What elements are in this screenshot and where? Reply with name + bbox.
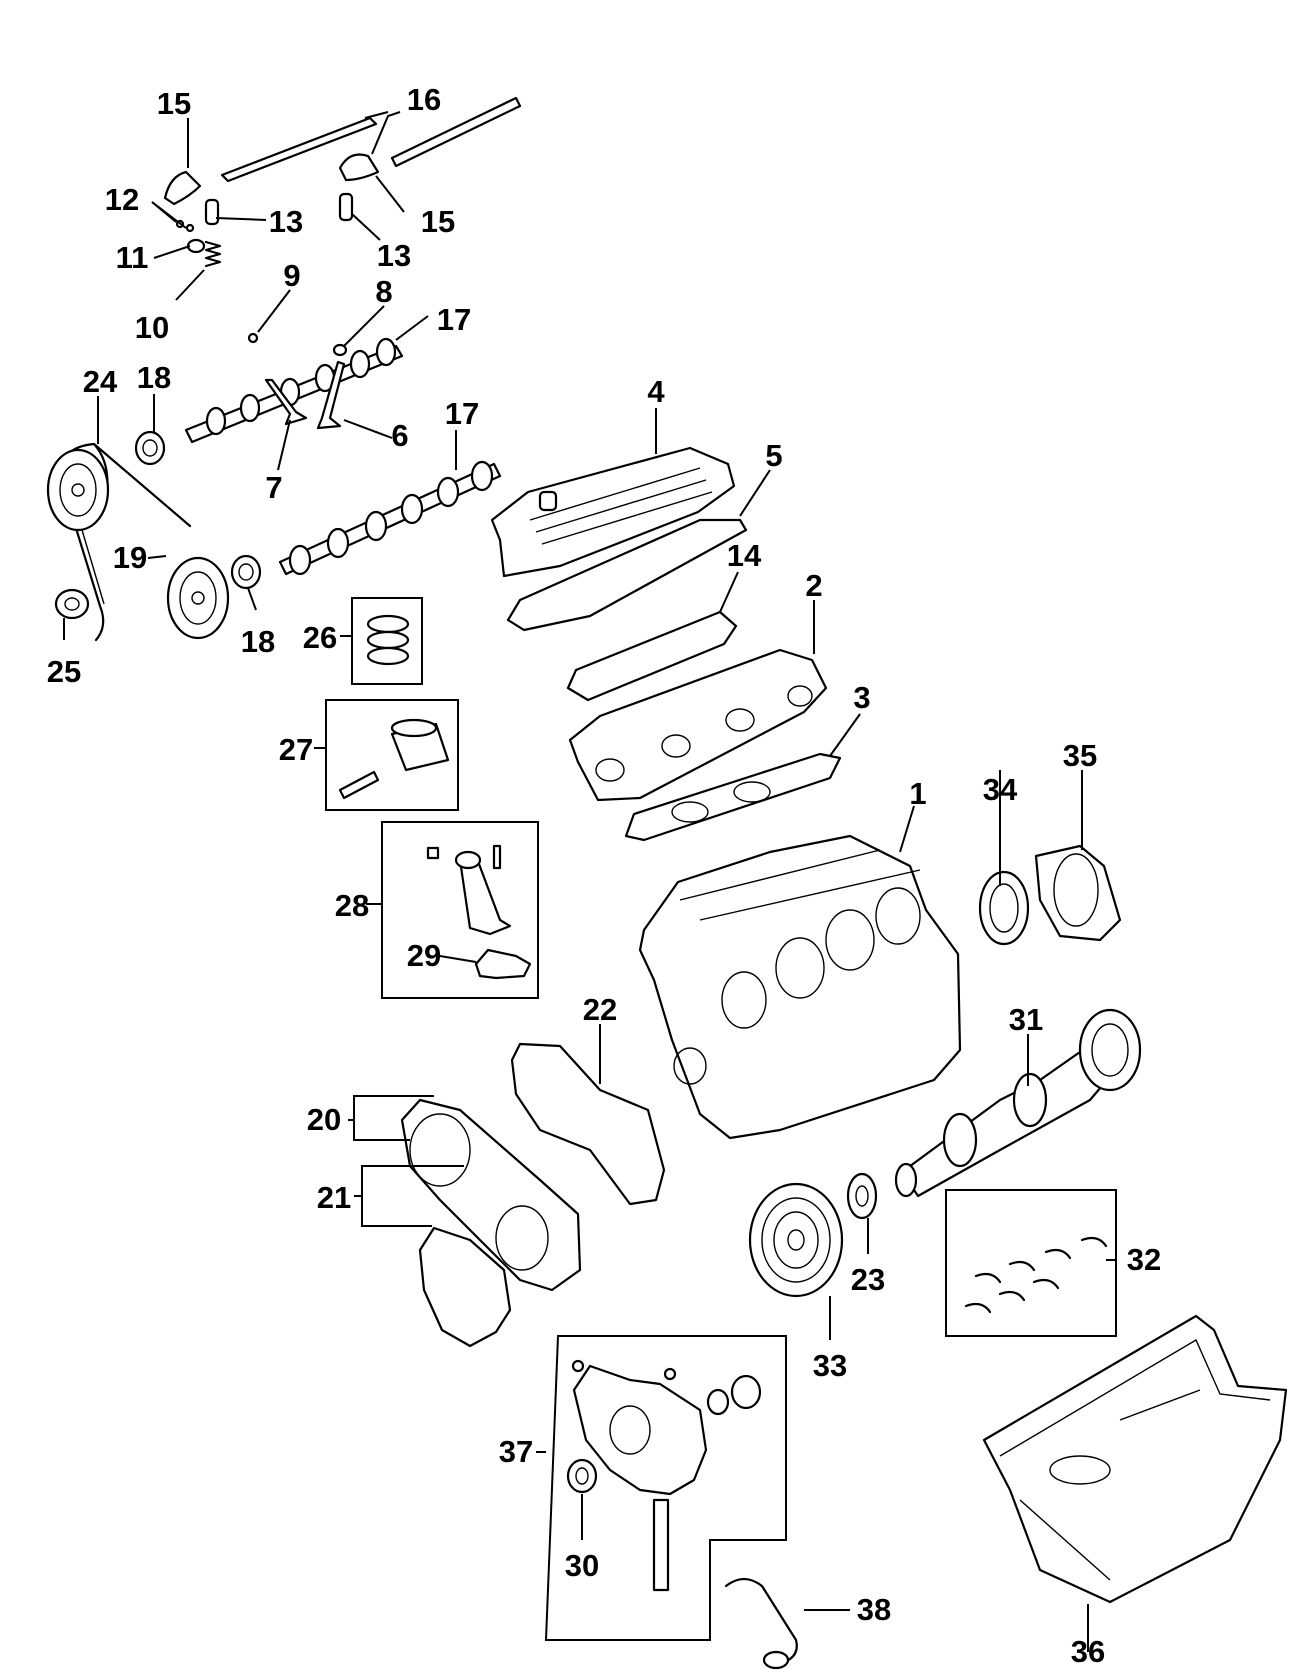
callout-18a: 18	[137, 360, 171, 395]
oil-pickup-38	[724, 1577, 798, 1668]
oil-pump-seal-30	[566, 1458, 598, 1494]
callout-24: 24	[83, 364, 118, 399]
guide-8	[332, 343, 348, 357]
callout-19: 19	[113, 540, 147, 575]
callout-37: 37	[499, 1434, 533, 1469]
front-timing-cover-20	[400, 1098, 582, 1292]
callout-30: 30	[565, 1548, 599, 1583]
engine-block-1	[638, 834, 962, 1140]
retainer-11	[186, 238, 206, 254]
crank-sprocket-23	[846, 1172, 878, 1220]
oil-pan-36	[982, 1314, 1288, 1604]
callout-2: 2	[805, 568, 822, 603]
rocker-15b	[338, 153, 380, 182]
cam-seal-18a	[134, 430, 166, 466]
callout-9: 9	[283, 258, 300, 293]
camshaft-17b	[278, 460, 502, 576]
rings-box-26	[351, 597, 423, 685]
callout-1: 1	[909, 776, 926, 811]
callout-29: 29	[407, 938, 441, 973]
lifter-13b	[338, 192, 354, 222]
callout-27: 27	[279, 732, 313, 767]
callout-17a: 17	[437, 302, 471, 337]
crankshaft-31	[894, 1008, 1142, 1198]
connecting-rod-28	[426, 844, 512, 936]
callout-17b: 17	[445, 396, 479, 431]
callout-33: 33	[813, 1348, 847, 1383]
callout-5: 5	[765, 438, 782, 473]
head-gasket-3	[624, 752, 842, 842]
manifold-gasket-14	[566, 610, 738, 702]
callout-15b: 15	[421, 204, 455, 239]
callout-36: 36	[1071, 1634, 1105, 1669]
seal-9	[247, 332, 259, 344]
callout-15a: 15	[157, 86, 191, 121]
rail-16	[220, 96, 522, 183]
cover-gasket-5	[506, 518, 748, 632]
cam-seal-18b	[230, 554, 262, 590]
callout-12: 12	[105, 182, 139, 217]
callout-11: 11	[116, 240, 149, 275]
piston-box-27	[325, 699, 459, 811]
rear-timing-cover-22	[510, 1042, 666, 1206]
callout-8: 8	[375, 274, 392, 309]
callout-20: 20	[307, 1102, 341, 1137]
piston-27	[338, 718, 450, 800]
callout-18b: 18	[241, 624, 275, 659]
callout-10: 10	[135, 310, 169, 345]
oil-pump-box-37	[544, 1335, 787, 1641]
leader-lines	[63, 111, 1116, 1652]
callout-28: 28	[335, 888, 369, 923]
tensioner-25	[54, 588, 90, 620]
valve-6	[316, 360, 346, 430]
callout-34: 34	[983, 772, 1018, 807]
callout-labels: 15 16 12 13 15 13 11 9 8 17 10 18 24 4 1…	[47, 82, 1161, 1669]
callout-16: 16	[407, 82, 441, 117]
callout-22: 22	[583, 992, 617, 1027]
main-bearings-32	[964, 1236, 1108, 1314]
rocker-15a	[163, 170, 202, 206]
valve-cover-4	[490, 446, 736, 578]
callout-7: 7	[265, 470, 282, 505]
callout-13b: 13	[377, 238, 411, 273]
callout-21: 21	[317, 1180, 351, 1215]
seal-retainer-35	[1034, 844, 1122, 942]
rod-box-28	[381, 821, 539, 999]
camshaft-17a	[184, 337, 404, 444]
callout-23: 23	[851, 1262, 885, 1297]
cam-sprocket-19a	[46, 448, 110, 532]
rod-bearing-29	[474, 948, 532, 980]
callout-13a: 13	[269, 204, 303, 239]
lower-timing-cover-21	[418, 1226, 512, 1348]
oil-pump-37	[571, 1359, 762, 1592]
callout-14: 14	[727, 538, 762, 573]
valve-7	[264, 378, 308, 426]
callout-26: 26	[303, 620, 337, 655]
callout-32: 32	[1127, 1242, 1161, 1277]
rear-seal-34	[978, 870, 1030, 946]
callout-38: 38	[857, 1592, 891, 1627]
callout-25: 25	[47, 654, 81, 689]
callout-35: 35	[1063, 738, 1097, 773]
crank-pulley-33	[748, 1182, 844, 1298]
cylinder-head-2	[568, 648, 828, 802]
callout-6: 6	[391, 418, 408, 453]
callout-3: 3	[853, 680, 870, 715]
callout-31: 31	[1009, 1002, 1043, 1037]
piston-rings-26	[366, 614, 410, 666]
bearing-box-32	[945, 1189, 1117, 1337]
cam-sprocket-19b	[166, 556, 230, 640]
lifter-13a	[204, 198, 220, 226]
callout-4: 4	[647, 374, 665, 409]
valve-spring-10	[204, 240, 222, 268]
